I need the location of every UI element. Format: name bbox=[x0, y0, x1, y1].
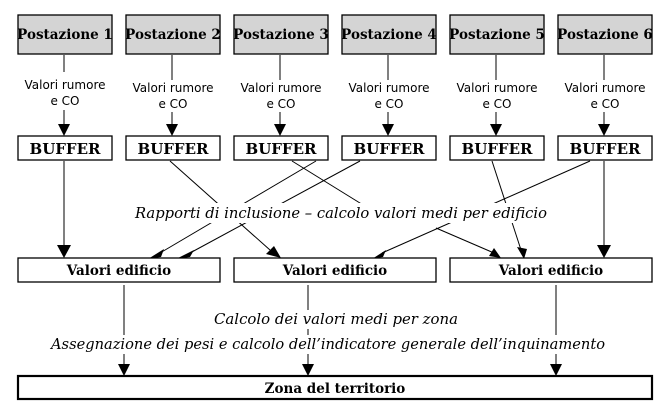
flow-labels: Valori rumore e CO Valori rumore e CO Va… bbox=[24, 78, 645, 111]
station-box-4: Postazione 4 bbox=[341, 14, 437, 55]
station-label-2: Postazione 2 bbox=[125, 27, 221, 43]
buffer-box-3: BUFFER bbox=[233, 135, 329, 161]
arrowhead-buffer-6 bbox=[598, 124, 610, 136]
buffer-box-2: BUFFER bbox=[125, 135, 221, 161]
arrowhead-e1-left bbox=[57, 245, 71, 258]
station-box-5: Postazione 5 bbox=[449, 14, 545, 55]
arrowhead-e2-left bbox=[266, 246, 281, 258]
arrowhead-buffer-2 bbox=[166, 124, 178, 136]
arrowhead-buffer-4 bbox=[382, 124, 394, 136]
station-label-6: Postazione 6 bbox=[557, 27, 653, 43]
building-label-3: Valori edificio bbox=[498, 263, 603, 279]
building-row: Valori edificio Valori edificio Valori e… bbox=[17, 257, 653, 283]
buffer-label-6: BUFFER bbox=[570, 140, 641, 158]
zone-label: Zona del territorio bbox=[265, 381, 406, 397]
arrowhead-zone-3 bbox=[550, 364, 562, 376]
zone-box: Zona del territorio bbox=[16, 374, 654, 401]
flow-label-4-line1: Valori rumore bbox=[348, 81, 429, 95]
arrowhead-zone-2 bbox=[302, 364, 314, 376]
arrowhead-e2-right bbox=[372, 250, 386, 259]
arrowhead-e1-mid bbox=[148, 249, 164, 259]
building-label-2: Valori edificio bbox=[282, 263, 387, 279]
connector-split-e3 bbox=[435, 227, 495, 254]
station-label-1: Postazione 1 bbox=[17, 27, 113, 43]
station-label-5: Postazione 5 bbox=[449, 27, 545, 43]
flow-label-1-line1: Valori rumore bbox=[24, 78, 105, 92]
inclusion-annotation: Rapporti di inclusione – calcolo valori … bbox=[134, 203, 548, 223]
arrowhead-buffer-3 bbox=[274, 124, 286, 136]
building-box-2: Valori edificio bbox=[233, 257, 437, 283]
flow-label-4-line2: e CO bbox=[374, 97, 403, 111]
arrowhead-e3-left bbox=[489, 248, 501, 258]
station-row: Postazione 1 Postazione 2 Postazione 3 P… bbox=[17, 14, 653, 55]
flow-label-2-line1: Valori rumore bbox=[132, 81, 213, 95]
building-box-3: Valori edificio bbox=[449, 257, 653, 283]
arrowhead-e3-mid bbox=[517, 247, 527, 259]
flow-label-1-line2: e CO bbox=[50, 94, 79, 108]
buffer-label-5: BUFFER bbox=[462, 140, 533, 158]
station-label-4: Postazione 4 bbox=[341, 27, 437, 43]
building-label-1: Valori edificio bbox=[66, 263, 171, 279]
zone-average-text: Calcolo dei valori medi per zona bbox=[214, 312, 458, 328]
buffer-box-6: BUFFER bbox=[557, 135, 653, 161]
station-box-3: Postazione 3 bbox=[233, 14, 329, 55]
buffer-row: BUFFER BUFFER BUFFER BUFFER BUFFER BUFFE… bbox=[17, 135, 653, 161]
flow-label-3-line2: e CO bbox=[266, 97, 295, 111]
buffer-label-1: BUFFER bbox=[30, 140, 101, 158]
arrowhead-e1-right bbox=[176, 250, 194, 259]
arrowhead-buffer-1 bbox=[58, 124, 70, 136]
weights-text: Assegnazione dei pesi e calcolo dell’ind… bbox=[49, 337, 605, 353]
flow-label-2-line2: e CO bbox=[158, 97, 187, 111]
flow-label-3-line1: Valori rumore bbox=[240, 81, 321, 95]
station-box-6: Postazione 6 bbox=[557, 14, 653, 55]
arrowhead-buffer-5 bbox=[490, 124, 502, 136]
connector-b3-e3 bbox=[291, 160, 369, 209]
station-box-2: Postazione 2 bbox=[125, 14, 221, 55]
flow-label-6-line2: e CO bbox=[590, 97, 619, 111]
station-label-3: Postazione 3 bbox=[233, 27, 329, 43]
buffer-box-5: BUFFER bbox=[449, 135, 545, 161]
buffer-box-4: BUFFER bbox=[341, 135, 437, 161]
arrowhead-zone-1 bbox=[118, 364, 130, 376]
arrowhead-e3-right bbox=[597, 245, 611, 258]
flow-label-6-line1: Valori rumore bbox=[564, 81, 645, 95]
buffer-label-4: BUFFER bbox=[354, 140, 425, 158]
flow-label-5-line1: Valori rumore bbox=[456, 81, 537, 95]
arrowheads bbox=[57, 124, 611, 376]
inclusion-text: Rapporti di inclusione – calcolo valori … bbox=[134, 206, 547, 222]
zone-annotations: Calcolo dei valori medi per zona Assegna… bbox=[49, 310, 610, 354]
buffer-label-2: BUFFER bbox=[138, 140, 209, 158]
building-box-1: Valori edificio bbox=[17, 257, 221, 283]
buffer-box-1: BUFFER bbox=[17, 135, 113, 161]
station-box-1: Postazione 1 bbox=[17, 14, 113, 55]
flow-label-5-line2: e CO bbox=[482, 97, 511, 111]
buffer-label-3: BUFFER bbox=[246, 140, 317, 158]
